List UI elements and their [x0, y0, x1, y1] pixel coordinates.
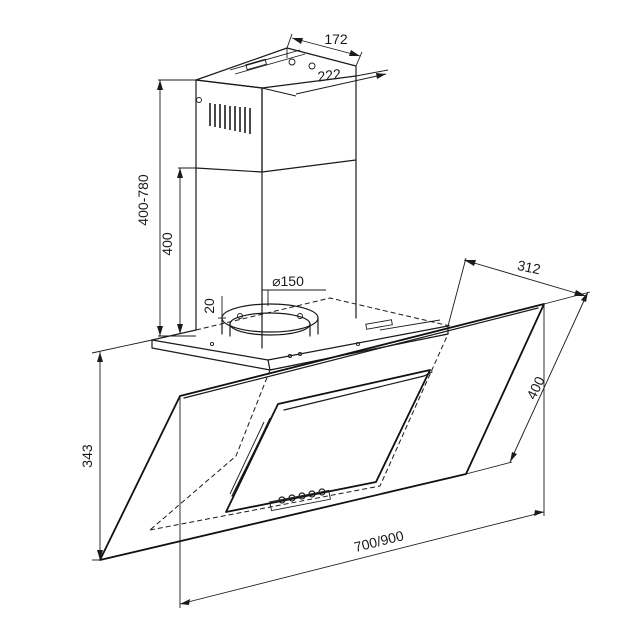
- chimney-vent-slots: [209, 103, 251, 134]
- hidden-body-outline: [149, 333, 449, 531]
- dim-150-label: ⌀150: [272, 273, 304, 289]
- dim-172-label: 172: [324, 31, 348, 47]
- dim-400-lower-label: 400: [159, 232, 175, 256]
- hood-top-body: [151, 297, 451, 371]
- dim-body-height: 343: [79, 339, 153, 561]
- dim-20-label: 20: [201, 298, 217, 314]
- dim-canopy-depth: 312: [447, 257, 591, 327]
- dim-343-label: 343: [79, 444, 95, 468]
- dim-outlet-diameter: ⌀150: [262, 273, 326, 306]
- dim-312-label: 312: [516, 257, 542, 278]
- chimney-lower-section: [195, 159, 357, 349]
- dim-chimney-lower-height: 400: [159, 167, 196, 334]
- dim-222-label: 222: [317, 65, 343, 84]
- dim-700-900-label: 700/900: [352, 527, 405, 555]
- dim-chimney-depth: 172: [286, 31, 363, 67]
- dim-chimney-height-range: 400-780: [135, 79, 196, 337]
- front-control-panel: [225, 369, 433, 513]
- dim-400-780-label: 400-780: [135, 174, 151, 226]
- dim-chimney-width: 222: [261, 65, 389, 97]
- dim-outlet-offset: 20: [201, 296, 226, 332]
